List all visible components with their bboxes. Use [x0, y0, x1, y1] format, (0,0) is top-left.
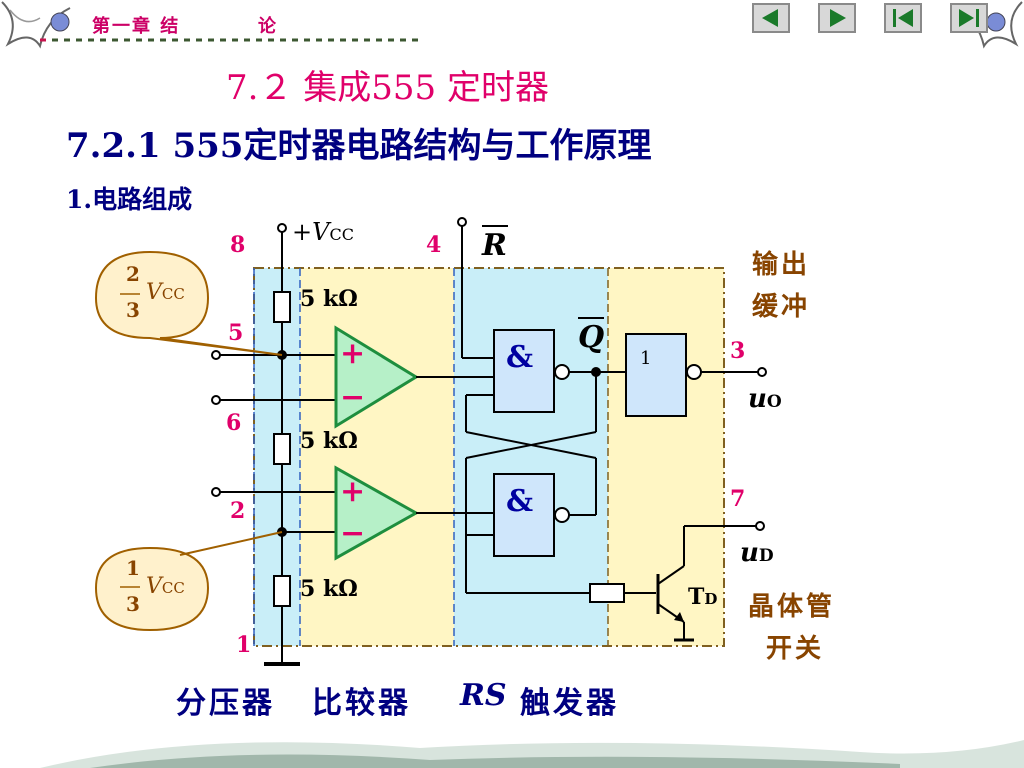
trigger-label: 触发器 [520, 686, 619, 721]
nand-upper-symbol: & [506, 340, 534, 375]
output-buffer-label-1: 输出 [752, 250, 811, 280]
two-thirds-vcc-text: V [146, 280, 162, 305]
slide-title: 7.２ 集成555 定时器 [226, 68, 549, 108]
one-third-denominator: 3 [126, 592, 140, 616]
upper-comparator-plus: + [340, 336, 366, 371]
pin-2-label: 2 [230, 498, 246, 524]
pin-3-label: 3 [730, 338, 746, 364]
resistor-top-label: 5 kΩ [300, 286, 358, 312]
resistor-middle [273, 433, 291, 465]
comparator-label: 比较器 [312, 686, 411, 721]
output-uo-label: uO [748, 384, 782, 414]
ud-text: u [740, 538, 759, 568]
rs-label: RS [460, 678, 507, 713]
triangle-left-icon [762, 9, 778, 27]
transistor-switch-label-2: 开关 [766, 634, 825, 664]
slide-subtitle: 7.2.1 555定时器电路结构与工作原理 [66, 126, 652, 166]
last-button[interactable] [950, 3, 988, 33]
vcc-label: +VCC [292, 218, 354, 246]
td-text: T [688, 584, 705, 610]
not-gate-symbol: 1 [640, 348, 652, 369]
pin-5-label: 5 [228, 320, 244, 346]
not-gate [625, 333, 687, 417]
comparator-lower [334, 465, 420, 561]
header-decoration [1, 1, 1023, 49]
td-subscript: D [704, 590, 718, 608]
chapter-title-suffix: 论 [258, 16, 276, 37]
resistor-bottom-label: 5 kΩ [300, 576, 358, 602]
triangle-right-icon [830, 9, 846, 27]
output-region [608, 268, 724, 646]
uo-text: u [748, 384, 767, 414]
output-ud-label: uD [740, 538, 774, 568]
comparator-upper [334, 325, 419, 429]
r-bar-label: R [482, 228, 507, 263]
two-thirds-denominator: 3 [126, 298, 140, 322]
section-heading: 1.电路组成 [66, 185, 193, 214]
callout-two-thirds [94, 250, 283, 356]
one-third-vcc-text: V [146, 574, 162, 599]
pin-7-label: 7 [730, 486, 746, 512]
nand-gate-upper [493, 329, 555, 413]
nand-lower-symbol: & [506, 484, 534, 519]
vcc-text: +V [292, 218, 330, 246]
uo-subscript: O [766, 392, 782, 412]
ud-subscript: D [758, 546, 774, 566]
header-bar: 第一章 结 论 [0, 0, 1024, 60]
callout-one-third [94, 546, 210, 632]
lower-comparator-minus: − [340, 516, 366, 551]
transistor-td-label: TD [688, 584, 717, 610]
vcc-subscript: CC [329, 225, 354, 244]
two-thirds-vcc: VCC [146, 280, 185, 305]
first-button[interactable] [884, 3, 922, 33]
base-resistor [589, 583, 625, 603]
resistor-bottom [273, 575, 291, 607]
prev-button[interactable] [752, 3, 790, 33]
two-thirds-numerator: 2 [126, 262, 140, 286]
pin-1-label: 1 [236, 632, 252, 658]
one-third-vcc: VCC [146, 574, 185, 599]
one-third-vcc-sub: CC [161, 579, 185, 597]
resistor-middle-label: 5 kΩ [300, 428, 358, 454]
one-third-numerator: 1 [126, 556, 140, 580]
output-buffer-label-2: 缓冲 [752, 292, 811, 322]
chapter-title: 第一章 结 [92, 16, 181, 37]
skip-last-icon [959, 9, 979, 27]
resistor-top [273, 291, 291, 323]
two-thirds-vcc-sub: CC [161, 285, 185, 303]
pin-6-label: 6 [226, 410, 242, 436]
nand-gate-lower [493, 473, 555, 557]
skip-first-icon [893, 9, 913, 27]
next-button[interactable] [818, 3, 856, 33]
pin-4-label: 4 [426, 232, 442, 258]
q-bar-label: Q [578, 320, 605, 355]
lower-comparator-plus: + [340, 474, 366, 509]
divider-label: 分压器 [176, 686, 275, 721]
upper-comparator-minus: − [340, 380, 366, 415]
pin-8-label: 8 [230, 232, 246, 258]
comparator-region [300, 268, 454, 646]
transistor-switch-label-1: 晶体管 [748, 592, 836, 622]
